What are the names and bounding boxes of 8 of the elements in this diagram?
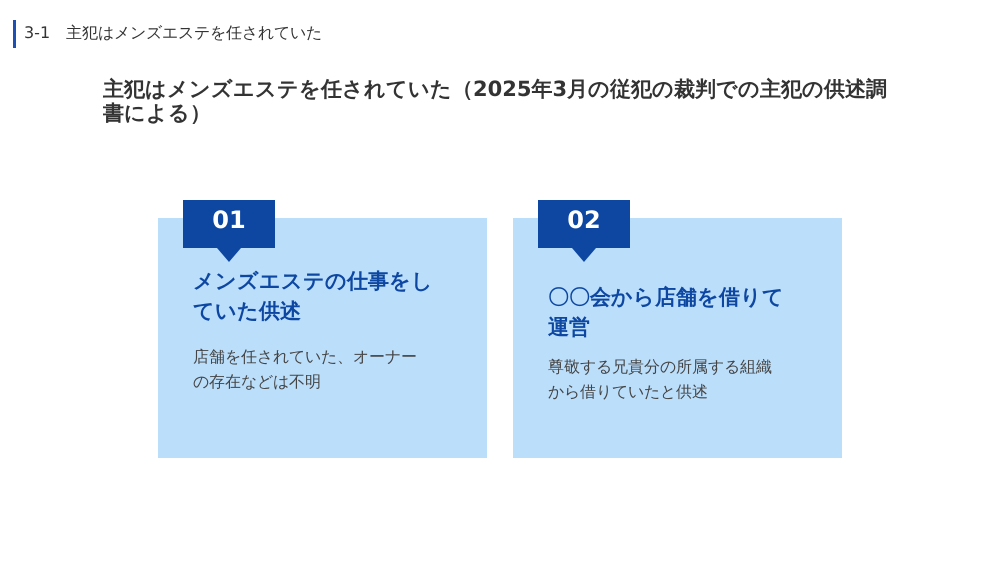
slide-title: 主犯はメンズエステを任されていた（2025年3月の従犯の裁判での主犯の供述調書による） xyxy=(103,77,888,125)
card-text: 尊敬する兄貴分の所属する組織から借りていたと供述 xyxy=(548,356,773,403)
number-badge: 01 xyxy=(183,200,275,262)
card-text: 店舗を任されていた、オーナーの存在などは不明 xyxy=(193,346,418,393)
card-heading: メンズエステの仕事をしていた供述 xyxy=(193,268,434,325)
card-heading: 〇〇会から店舗を借りて運営 xyxy=(548,284,785,341)
number-badge: 02 xyxy=(538,200,630,262)
section-heading: 3-1 主犯はメンズエステを任されていた xyxy=(13,20,322,48)
